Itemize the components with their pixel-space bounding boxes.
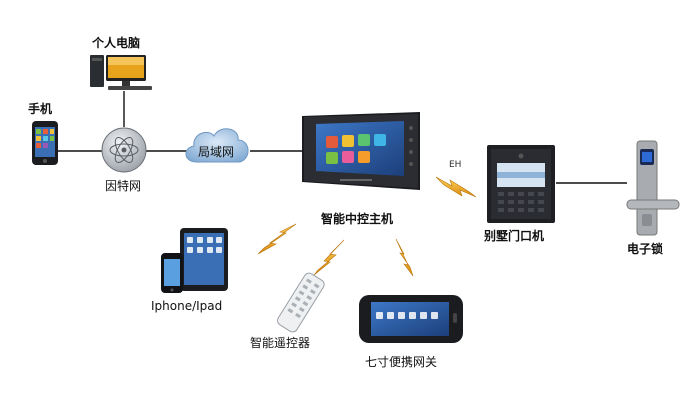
lightning-icon — [313, 239, 345, 276]
connection-lines — [58, 91, 627, 184]
desktop-computer-icon — [90, 55, 152, 90]
lightning-icon — [257, 223, 297, 255]
globe-icon — [101, 127, 147, 173]
mobile-phone-icon — [32, 121, 58, 165]
control-panel-icon — [302, 112, 420, 190]
label-gateway: 七寸便携网关 — [365, 355, 438, 369]
label-door-station: 别墅门口机 — [484, 229, 545, 243]
remote-control-icon — [277, 272, 325, 333]
tablet-phone-icon — [161, 228, 228, 293]
label-lock: 电子锁 — [627, 242, 664, 256]
intercom-icon — [487, 145, 555, 223]
lightning-icon — [395, 238, 414, 277]
label-eh: EH — [449, 160, 462, 170]
label-host: 智能中控主机 — [321, 212, 394, 226]
label-remote: 智能遥控器 — [250, 336, 311, 350]
door-lock-icon — [626, 140, 680, 236]
label-iphone-ipad: Iphone/Ipad — [151, 299, 223, 313]
portable-gateway-icon — [359, 295, 463, 343]
label-internet: 因特网 — [105, 179, 142, 193]
label-lan: 局域网 — [198, 145, 235, 159]
lightning-icon — [435, 176, 477, 198]
cloud-icon — [185, 128, 249, 163]
label-phone: 手机 — [28, 102, 53, 116]
label-pc: 个人电脑 — [92, 36, 141, 50]
